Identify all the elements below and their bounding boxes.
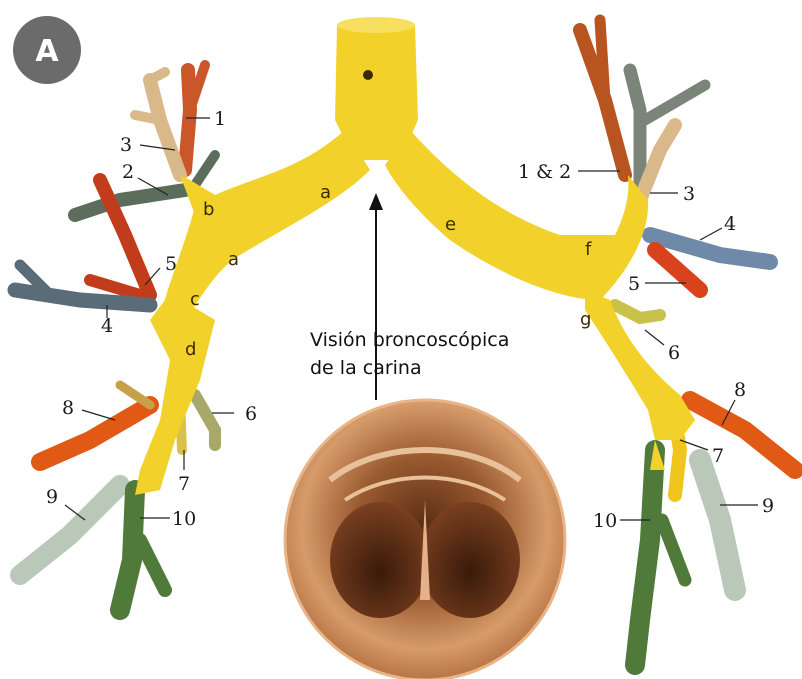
carina-mark <box>363 70 373 80</box>
right-label-6: 6 <box>245 403 257 425</box>
right-label-4: 4 <box>101 315 113 337</box>
segment-d: d <box>185 339 196 360</box>
left-main-bronchus-lumen <box>420 502 520 618</box>
left-label-3: 3 <box>683 183 695 205</box>
segment-a-upper: a <box>320 182 331 203</box>
left-label-6: 6 <box>668 342 680 364</box>
left-label-7: 7 <box>712 445 724 467</box>
segment-a-lower: a <box>228 249 239 270</box>
right-label-10: 10 <box>172 508 196 530</box>
segment-b: b <box>203 199 214 220</box>
segment-e: e <box>445 214 456 235</box>
right-label-2: 2 <box>122 161 134 183</box>
segment-c: c <box>190 289 200 310</box>
left-label-10: 10 <box>593 510 617 532</box>
caption-line-1: Visión broncoscópica <box>310 329 509 351</box>
caption-line-2: de la carina <box>310 357 422 379</box>
left-label-1-and-2: 1 & 2 <box>518 161 571 183</box>
left-label-4: 4 <box>724 213 736 235</box>
right-label-8: 8 <box>62 397 74 419</box>
left-label-8: 8 <box>734 379 746 401</box>
panel-badge: A <box>13 16 81 84</box>
segment-f: f <box>585 239 592 260</box>
right-label-7: 7 <box>178 473 190 495</box>
right-main-bronchus-lumen <box>330 502 430 618</box>
segment-g: g <box>580 309 591 330</box>
panel-label: A <box>35 34 59 69</box>
right-label-9: 9 <box>46 486 58 508</box>
bronchoscopic-view <box>285 400 565 679</box>
left-label-9: 9 <box>762 495 774 517</box>
right-label-3: 3 <box>120 134 132 156</box>
right-label-1: 1 <box>214 108 226 130</box>
right-label-5: 5 <box>165 253 177 275</box>
left-label-5: 5 <box>628 273 640 295</box>
